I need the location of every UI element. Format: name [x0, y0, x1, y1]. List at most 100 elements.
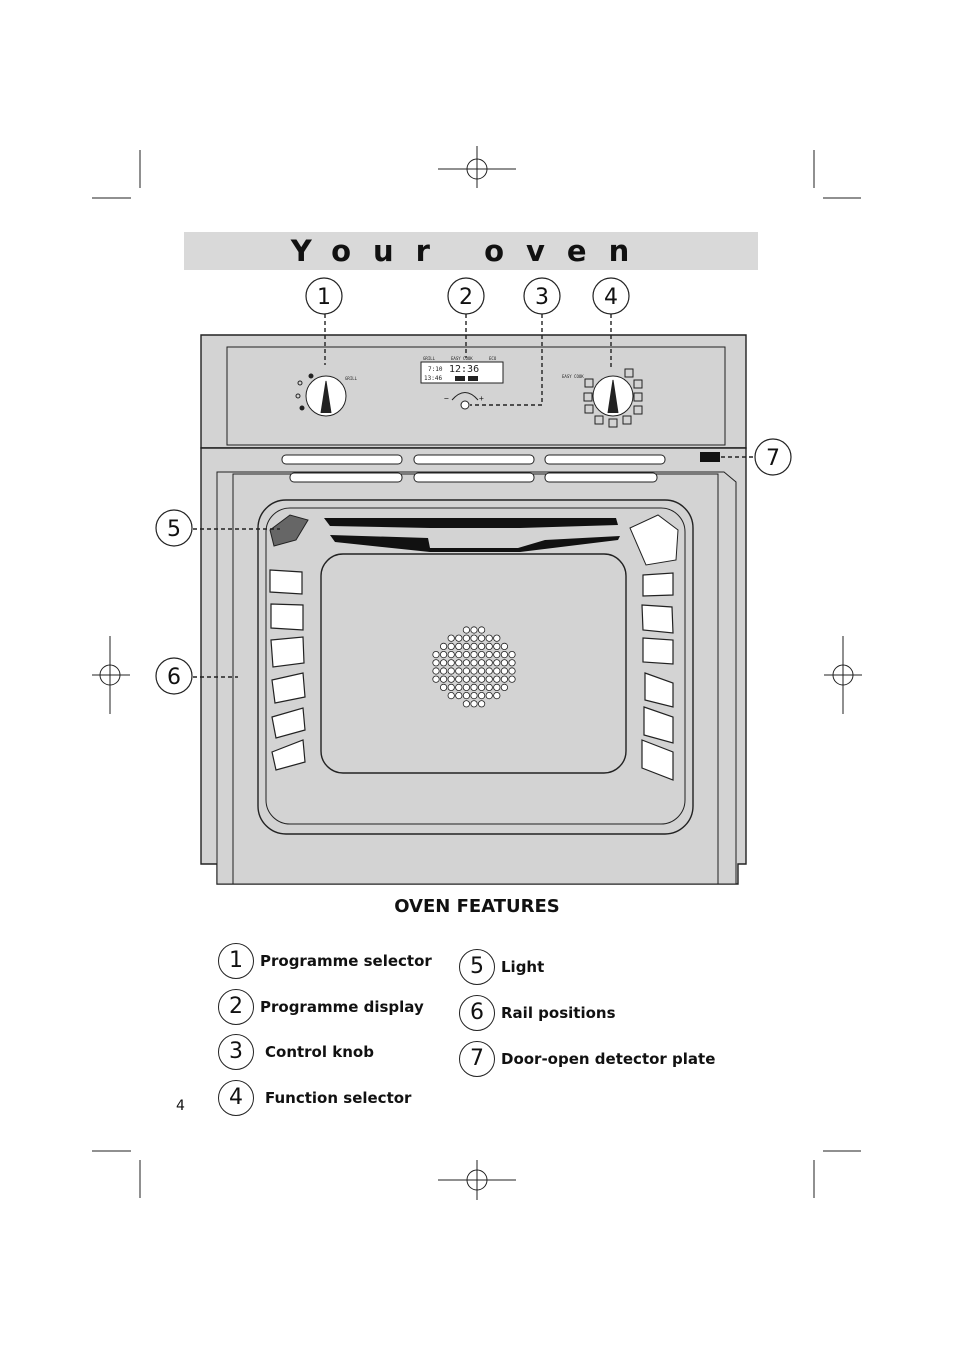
display-small-left-bottom: 13:46 [424, 375, 442, 382]
fan-hole [470, 667, 478, 675]
fan-hole [477, 667, 486, 675]
display-header-mid: EASY COOK [451, 356, 473, 361]
programme-display [420, 361, 504, 384]
fan-hole [462, 700, 470, 708]
callout-4: 4 [592, 277, 630, 315]
fan-hole [493, 634, 501, 642]
display-time-top: 12:36 [449, 364, 479, 375]
fan-hole [500, 683, 508, 692]
fan-hole [500, 650, 508, 659]
fan-hole [455, 675, 463, 683]
registration-marks [92, 146, 862, 1200]
fan-hole [493, 683, 501, 692]
fan-hole [470, 691, 478, 700]
control-panel [295, 361, 643, 428]
registration-mark-bottom [438, 1160, 516, 1200]
fan-hole [493, 642, 501, 651]
fan-hole [508, 667, 516, 675]
feature-label: Light [501, 958, 545, 976]
feature-label: Rail positions [501, 1004, 616, 1022]
fan-hole [470, 642, 478, 651]
callout-5: 5 [155, 509, 193, 547]
feature-number: 5 [459, 949, 495, 985]
fan-hole [439, 659, 448, 667]
left-knob-label: GRILL [345, 376, 358, 381]
fan-hole [485, 667, 493, 675]
page-title: Your oven [290, 234, 652, 268]
fan-hole [462, 691, 470, 700]
callout-3: 3 [523, 277, 561, 315]
fan-hole [470, 683, 478, 692]
fan-hole [500, 667, 508, 675]
fan-hole [470, 650, 478, 659]
control-plus: + [479, 394, 484, 403]
fan-hole [447, 691, 455, 700]
fan-hole [470, 675, 478, 683]
callout-6: 6 [155, 657, 193, 695]
features-heading: OVEN FEATURES [394, 896, 560, 917]
display-header-right: ECO [489, 356, 497, 361]
fan-hole [508, 650, 516, 659]
fan-hole [462, 659, 470, 667]
fan-hole [432, 667, 440, 675]
fan-hole [485, 683, 493, 692]
fan-hole [447, 650, 455, 659]
fan-hole [470, 626, 478, 634]
control-minus: − [444, 394, 449, 403]
fan-hole [447, 642, 455, 651]
fan-hole [455, 683, 463, 692]
fan-hole [508, 675, 516, 683]
feature-number: 1 [218, 943, 254, 979]
display-small-left-top: 7:10 [428, 366, 443, 373]
fan-hole [447, 683, 455, 692]
fan-hole [485, 642, 493, 651]
fan-hole [432, 650, 440, 659]
fan-hole [485, 650, 493, 659]
feature-label: Function selector [265, 1089, 412, 1107]
fan-hole [455, 642, 463, 651]
svg-text:7: 7 [766, 446, 780, 471]
svg-text:5: 5 [167, 517, 181, 542]
fan-hole [493, 659, 501, 667]
fan-hole [455, 650, 463, 659]
fan-hole [462, 667, 470, 675]
fan-hole [439, 675, 448, 683]
fan-hole [477, 634, 486, 642]
rail-positions [269, 569, 674, 781]
fan-hole [508, 659, 516, 667]
feature-label: Programme selector [260, 952, 432, 970]
title-bar [184, 232, 758, 270]
fan-hole [455, 667, 463, 675]
feature-number: 2 [218, 989, 254, 1025]
crop-marks [92, 150, 861, 1198]
fan-hole [500, 642, 508, 651]
fan-hole [485, 675, 493, 683]
fan-hole [439, 683, 448, 692]
fan-grille [432, 626, 516, 708]
panel-text: 12:36 7:10 13:46 GRILL EASY COOK ECO GRI… [345, 356, 584, 403]
fan-hole [485, 659, 493, 667]
registration-mark-left [92, 636, 130, 714]
svg-text:4: 4 [604, 285, 618, 310]
fan-hole [462, 634, 470, 642]
callout-leaders [193, 314, 756, 678]
fan-hole [455, 691, 463, 700]
fan-hole [432, 675, 440, 683]
fan-hole [477, 675, 486, 683]
fan-hole [477, 683, 486, 692]
fan-hole [477, 642, 486, 651]
fan-hole [470, 700, 478, 708]
callout-1: 1 [305, 277, 343, 315]
fan-hole [439, 667, 448, 675]
page-number: 4 [176, 1098, 185, 1114]
svg-text:6: 6 [167, 665, 181, 690]
fan-hole [477, 659, 486, 667]
svg-text:3: 3 [535, 285, 549, 310]
svg-text:1: 1 [317, 285, 331, 310]
fan-hole [493, 667, 501, 675]
fan-hole [455, 634, 463, 642]
fan-hole [462, 675, 470, 683]
control-knob-small [451, 392, 479, 410]
feature-label: Control knob [265, 1043, 374, 1061]
